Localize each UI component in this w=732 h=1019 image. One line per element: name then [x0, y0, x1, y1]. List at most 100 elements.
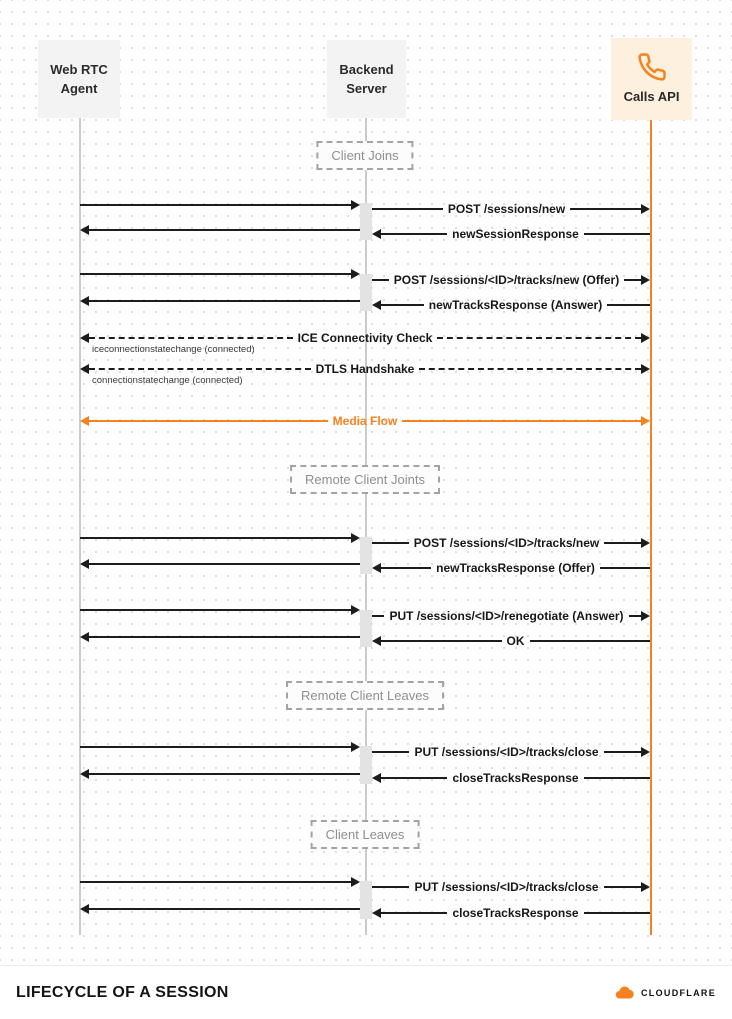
activation-bar	[360, 274, 372, 311]
message-line	[381, 912, 448, 914]
message-label: newSessionResponse	[452, 227, 579, 241]
arrowhead-icon	[351, 605, 360, 615]
message-post-sessions-new: POST /sessions/new	[372, 200, 650, 218]
message-line	[372, 615, 385, 617]
actor-label: Calls API	[623, 88, 680, 104]
lifeline-backend-server	[365, 118, 367, 935]
message-line	[89, 337, 293, 339]
arrowhead-icon	[80, 904, 89, 914]
message-line	[604, 542, 642, 544]
message-label: closeTracksResponse	[452, 906, 579, 920]
arrowhead-icon	[351, 742, 360, 752]
message-line	[372, 751, 410, 753]
arrowhead-icon	[641, 204, 650, 214]
message-line	[607, 304, 650, 306]
message-label: POST /sessions/new	[447, 202, 566, 216]
arrowhead-icon	[641, 275, 651, 285]
message-close-tracks-response: closeTracksResponse	[372, 769, 651, 787]
message-response	[80, 765, 360, 783]
message-label: POST /sessions/<ID>/tracks/new	[413, 536, 600, 550]
message-line	[89, 420, 328, 422]
message-line	[583, 233, 650, 235]
message-response	[80, 292, 360, 310]
section-client-leaves: Client Leaves	[310, 820, 420, 849]
message-close-tracks-response: closeTracksResponse	[372, 904, 651, 922]
arrowhead-icon	[80, 416, 89, 426]
message-dtls-handshake: DTLS Handshake	[80, 360, 651, 378]
message-new-session-response: newSessionResponse	[372, 225, 650, 243]
arrowhead-icon	[351, 533, 360, 543]
message-line	[603, 751, 642, 753]
message-line	[603, 886, 642, 888]
message-ice-connectivity-check: ICE Connectivity Check	[80, 329, 651, 347]
event-label-dtls: connectionstatechange (connected)	[92, 375, 243, 386]
message-put-tracks-close: PUT /sessions/<ID>/tracks/close	[372, 878, 651, 896]
message-line	[89, 229, 360, 231]
cloudflare-brand: CLOUDFLARE	[612, 985, 716, 1000]
arrowhead-icon	[80, 225, 89, 235]
message-line	[570, 208, 641, 210]
section-remote-client-joins: Remote Client Joints	[290, 465, 440, 494]
message-ok: OK	[372, 632, 650, 650]
message-line	[583, 912, 651, 914]
message-label: newTracksResponse (Answer)	[428, 298, 603, 312]
message-line	[381, 640, 502, 642]
message-line	[381, 233, 448, 235]
page-title: LIFECYCLE OF A SESSION	[16, 983, 229, 1001]
section-remote-client-leaves: Remote Client Leaves	[286, 681, 444, 710]
message-media-flow: Media Flow	[80, 412, 651, 430]
message-request	[80, 601, 360, 619]
message-new-tracks-response-offer: newTracksResponse (Offer)	[372, 559, 650, 577]
message-line	[624, 279, 642, 281]
message-line	[372, 886, 410, 888]
message-label: DTLS Handshake	[315, 362, 415, 376]
arrowhead-icon	[641, 747, 651, 757]
message-line	[80, 881, 351, 883]
actor-label: Web RTC Agent	[50, 61, 108, 97]
message-line	[80, 537, 351, 539]
message-line	[419, 368, 642, 370]
arrowhead-icon	[641, 538, 651, 548]
message-line	[381, 777, 448, 779]
message-response	[80, 221, 360, 239]
arrowhead-icon	[372, 636, 381, 646]
section-client-joins: Client Joins	[316, 141, 414, 170]
message-line	[80, 609, 351, 611]
message-line	[628, 615, 642, 617]
message-line	[89, 773, 360, 775]
message-line	[372, 279, 389, 281]
arrowhead-icon	[641, 333, 651, 343]
message-line	[381, 567, 432, 569]
section-label: Client Leaves	[325, 827, 405, 842]
message-post-tracks-new-offer: POST /sessions/<ID>/tracks/new (Offer)	[372, 271, 651, 289]
arrowhead-icon	[641, 364, 651, 374]
message-post-tracks-new: POST /sessions/<ID>/tracks/new	[372, 534, 651, 552]
actor-label: Backend Server	[339, 61, 394, 97]
message-label: OK	[506, 634, 525, 648]
message-label: PUT /sessions/<ID>/tracks/close	[414, 880, 599, 894]
message-line	[80, 746, 351, 748]
message-request	[80, 196, 360, 214]
lifeline-calls-api	[650, 118, 652, 935]
message-response	[80, 555, 360, 573]
arrowhead-icon	[372, 229, 381, 239]
message-line	[89, 636, 360, 638]
actor-calls-api: Calls API	[611, 38, 692, 120]
arrowhead-icon	[372, 908, 381, 918]
message-line	[372, 208, 443, 210]
footer: LIFECYCLE OF A SESSION CLOUDFLARE	[0, 965, 732, 1019]
message-label: ICE Connectivity Check	[297, 331, 433, 345]
message-line	[89, 908, 360, 910]
arrowhead-icon	[641, 416, 651, 426]
message-line	[372, 542, 409, 544]
arrowhead-icon	[641, 611, 651, 621]
message-line	[89, 368, 311, 370]
lifeline-webrtc-agent	[79, 118, 81, 935]
message-label: POST /sessions/<ID>/tracks/new (Offer)	[393, 273, 620, 287]
arrowhead-icon	[80, 364, 89, 374]
message-line	[402, 420, 642, 422]
message-line	[529, 640, 650, 642]
message-label: PUT /sessions/<ID>/tracks/close	[414, 745, 599, 759]
diagram-canvas: Web RTC Agent Backend Server Calls API C…	[0, 0, 732, 965]
message-response	[80, 900, 360, 918]
